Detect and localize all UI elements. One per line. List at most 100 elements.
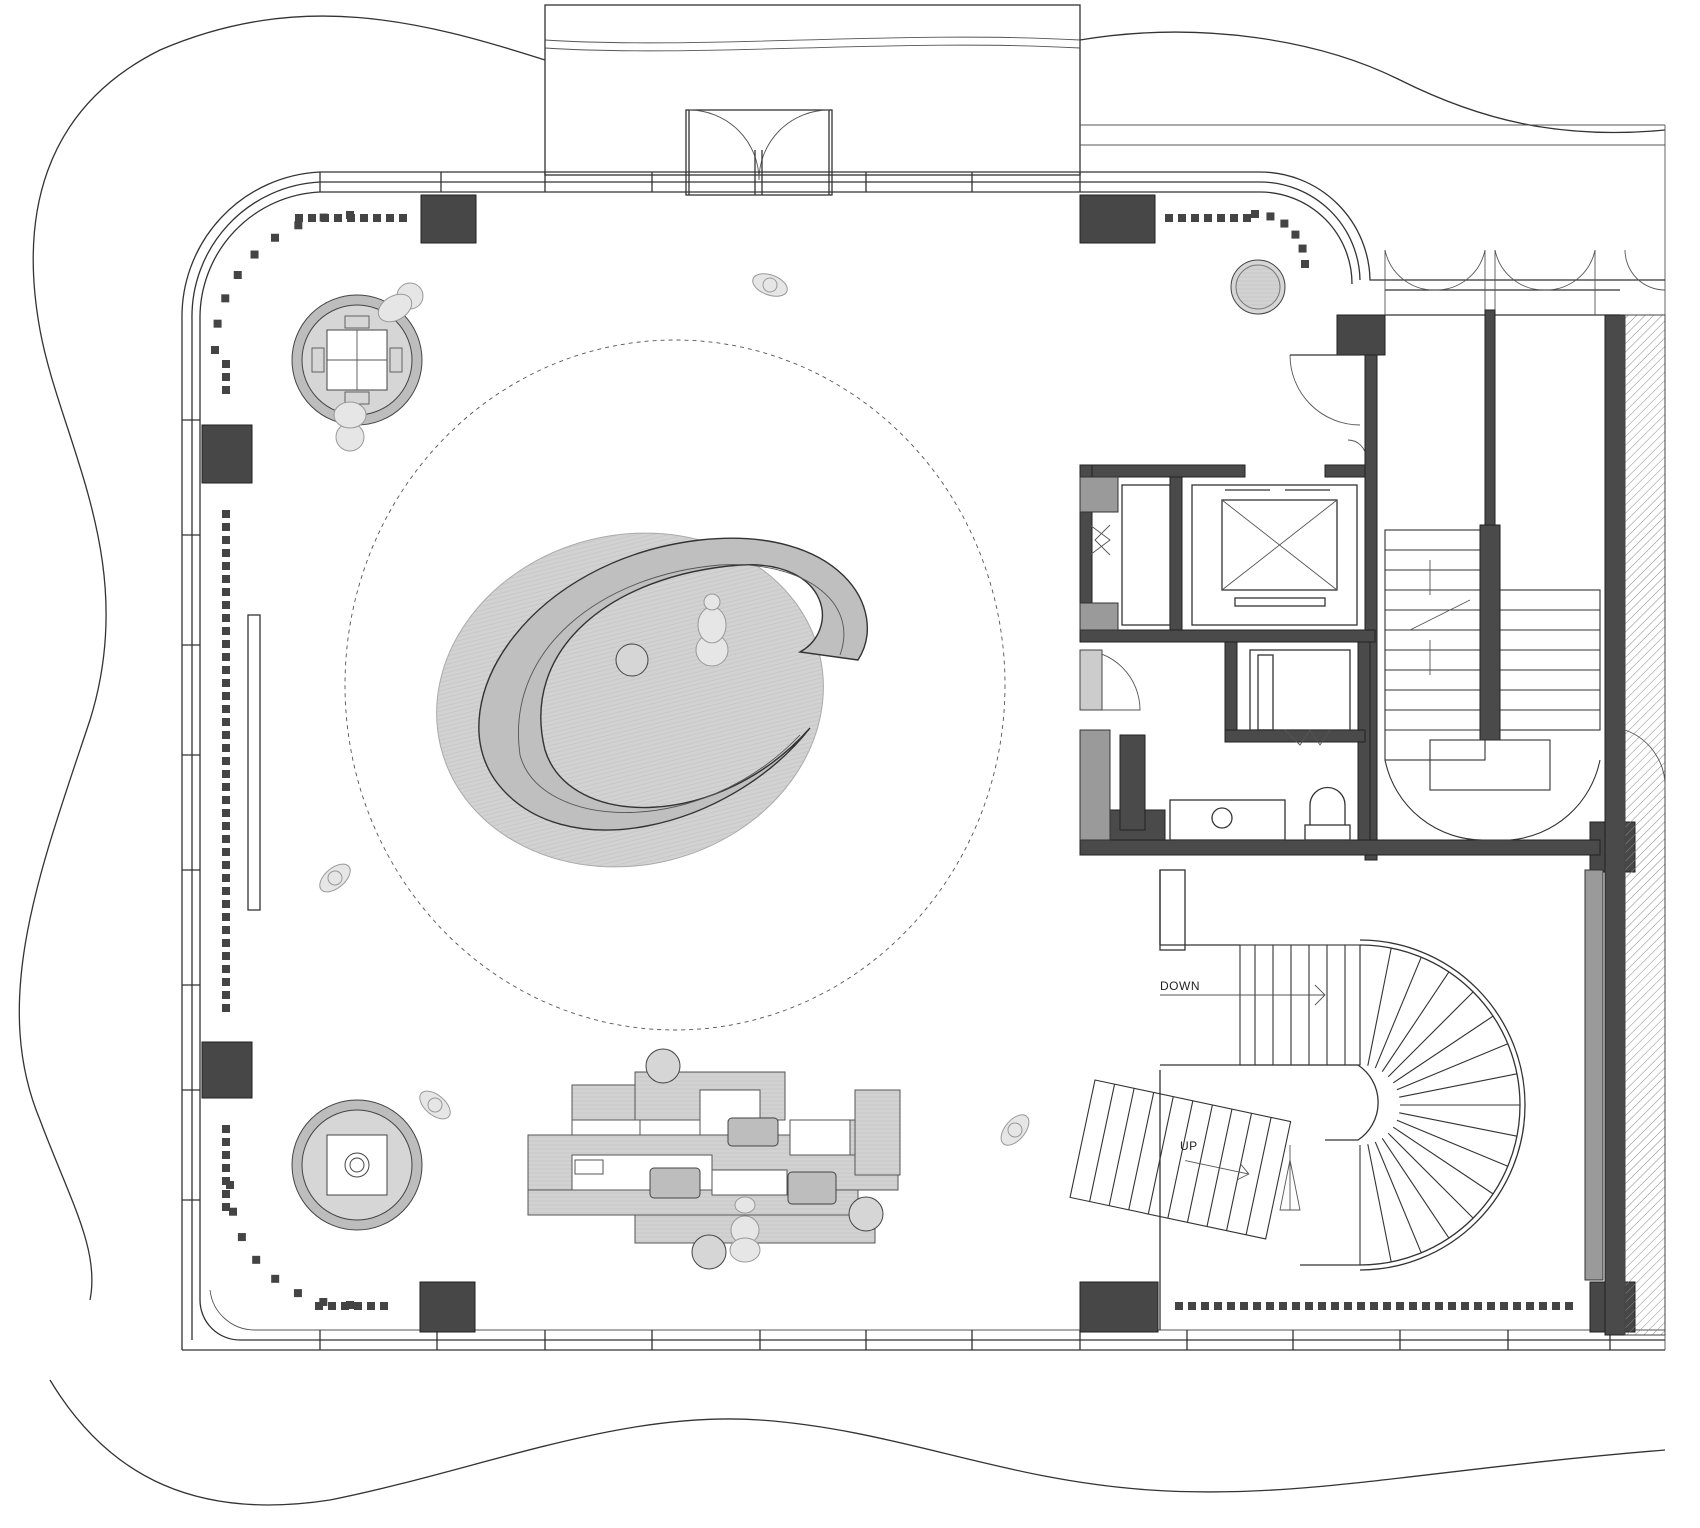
bench-block	[1370, 1302, 1378, 1310]
bench-block	[354, 1302, 362, 1310]
bench-block	[222, 731, 230, 739]
bench-block	[213, 319, 222, 328]
bench-block	[1526, 1302, 1534, 1310]
bench-block	[347, 214, 355, 222]
standing-figures	[319, 273, 1030, 1146]
bench-block	[222, 666, 230, 674]
bench-block	[222, 373, 230, 381]
bench-block	[222, 848, 230, 856]
bench-block	[1422, 1302, 1430, 1310]
bench-block	[1280, 219, 1289, 228]
bench-block	[222, 770, 230, 778]
bench-block	[1279, 1302, 1287, 1310]
spiral-seat	[478, 537, 868, 831]
bench-block	[1474, 1302, 1482, 1310]
entrance-double-door	[685, 109, 833, 196]
bench-block	[233, 270, 242, 279]
bench-block	[1318, 1302, 1326, 1310]
bench-block	[373, 214, 381, 222]
bench-block	[1178, 214, 1186, 222]
bench-block	[250, 250, 259, 259]
bench-block	[226, 1181, 234, 1189]
bench-block	[222, 679, 230, 687]
stair-tread	[1396, 1043, 1509, 1091]
column	[201, 1041, 253, 1099]
stair-tread	[1392, 1015, 1494, 1084]
bench-block	[1214, 1302, 1222, 1310]
bench-block	[222, 1138, 230, 1146]
bench-block	[1217, 214, 1225, 222]
bench-block	[1165, 214, 1173, 222]
stair-tread	[1367, 1144, 1392, 1263]
person-figure	[333, 401, 367, 452]
bench-block	[1344, 1302, 1352, 1310]
bench-block	[222, 627, 230, 635]
bench-block	[1251, 210, 1259, 218]
bench-block	[270, 233, 279, 242]
person-figure	[729, 1196, 761, 1263]
bench-block	[1513, 1302, 1521, 1310]
bench-block	[222, 718, 230, 726]
bench-block	[222, 809, 230, 817]
round-table-group-top	[291, 282, 424, 452]
bench-block	[315, 1302, 323, 1310]
modular-sofa-cluster	[527, 1048, 901, 1270]
bench-block	[221, 294, 230, 303]
bench-block	[222, 783, 230, 791]
bench-block	[222, 386, 230, 394]
facade-mullions	[182, 172, 1611, 1350]
stair-up-label: UP	[1180, 1139, 1198, 1153]
bench-block	[1266, 1302, 1274, 1310]
column	[1079, 194, 1156, 244]
bench-block	[328, 1302, 336, 1310]
bench-block	[1552, 1302, 1560, 1310]
stair-tread	[1387, 1132, 1474, 1219]
stair-down-label: DOWN	[1160, 979, 1200, 993]
pouf	[645, 1048, 681, 1084]
stair-tread	[1387, 991, 1474, 1078]
bench-block	[308, 214, 316, 222]
bench-block	[386, 214, 394, 222]
dashed-zone-outline	[344, 339, 1006, 1031]
bench-block	[222, 575, 230, 583]
bench-block	[222, 978, 230, 986]
stair-tread	[1167, 1100, 1194, 1219]
column	[420, 194, 477, 244]
stair-tread	[1399, 1112, 1518, 1137]
stair-tread	[1128, 1092, 1155, 1210]
stair-tread	[1396, 1119, 1509, 1167]
bench-block	[222, 523, 230, 531]
column	[1079, 1281, 1159, 1333]
person-figure	[377, 282, 424, 323]
bench-block	[222, 887, 230, 895]
bench-block	[222, 705, 230, 713]
bench-block	[1227, 1302, 1235, 1310]
stair-tread	[1245, 1117, 1272, 1235]
bench-block	[222, 939, 230, 947]
bench-block	[222, 900, 230, 908]
bench-block	[1435, 1302, 1443, 1310]
bench-block	[1175, 1302, 1183, 1310]
central-lounge	[344, 339, 1006, 1031]
bench-block	[222, 1164, 230, 1172]
column	[201, 424, 253, 484]
bench-block	[1409, 1302, 1417, 1310]
bench-block	[1191, 214, 1199, 222]
bench-block	[222, 796, 230, 804]
building-envelope	[181, 171, 1665, 1351]
column	[1336, 314, 1386, 356]
bench-block	[222, 913, 230, 921]
bench-block	[211, 346, 219, 354]
bench-block	[1201, 1302, 1209, 1310]
bench-block	[222, 991, 230, 999]
bench-block	[1331, 1302, 1339, 1310]
bench-block	[346, 1301, 354, 1309]
bench-block	[222, 510, 230, 518]
bench-block	[222, 549, 230, 557]
bench-block	[222, 757, 230, 765]
bench-block	[222, 861, 230, 869]
stair-tread	[1089, 1084, 1116, 1202]
bench-block	[334, 214, 342, 222]
spiral-staircase	[1069, 869, 1526, 1330]
stair-tread	[1147, 1096, 1174, 1215]
